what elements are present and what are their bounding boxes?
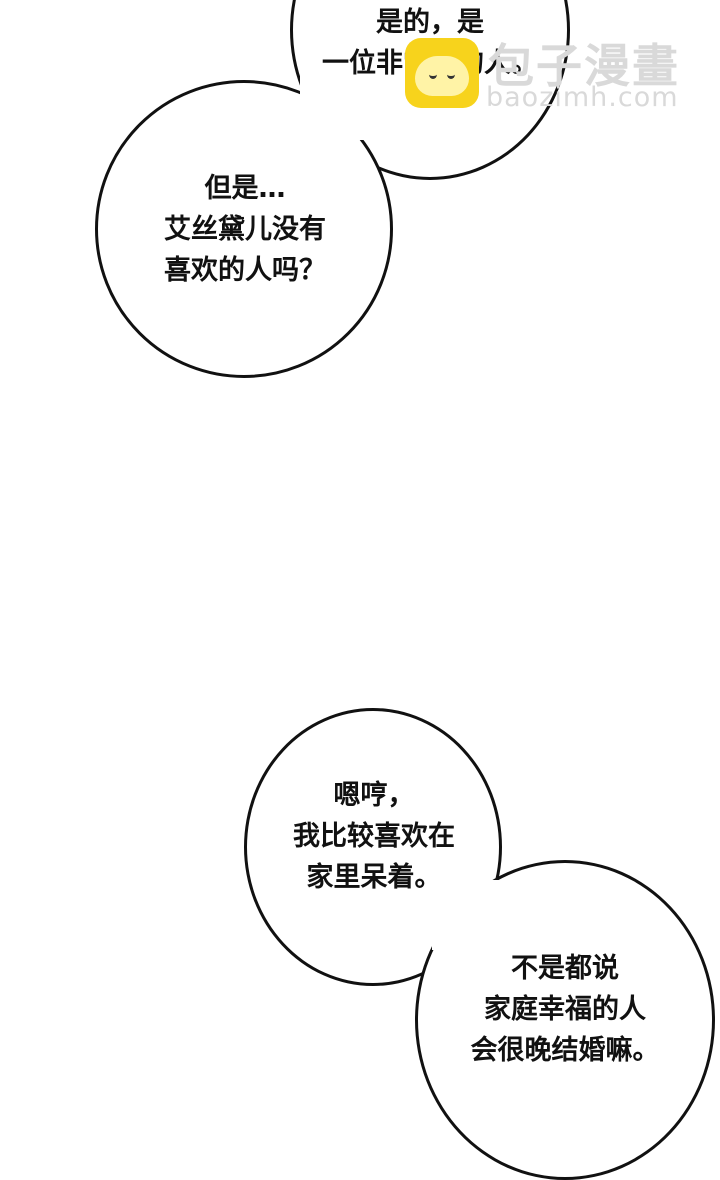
watermark-url: baozimh.com — [486, 82, 679, 113]
speech-line: 是的，是 — [376, 7, 484, 38]
speech-line: 嗯哼， — [333, 780, 415, 811]
speech-line: 我比较喜欢在 — [293, 821, 455, 852]
speech-line: 不是都说 — [511, 953, 619, 984]
speech-line: 家庭幸福的人 — [484, 994, 646, 1025]
speech-line: 家里呆着。 — [306, 862, 442, 893]
bubble-seam — [432, 880, 502, 950]
speech-line: 喜欢的人吗？ — [164, 255, 326, 286]
speech-line: 艾丝黛儿没有 — [164, 214, 326, 245]
speech-line: 会很晚结婚嘛。 — [470, 1035, 660, 1066]
speech-text-bottom: 不是都说 家庭幸福的人 会很晚结婚嘛。 — [430, 948, 700, 1071]
speech-text-middle: 嗯哼， 我比较喜欢在 家里呆着。 — [245, 775, 503, 898]
bubble-seam — [300, 60, 390, 140]
watermark-title: 包子漫畫 — [488, 39, 680, 93]
bun-logo-icon — [405, 38, 479, 108]
speech-text-left: 但是… 艾丝黛儿没有 喜欢的人吗？ — [105, 168, 385, 291]
speech-line: 但是… — [204, 173, 286, 204]
